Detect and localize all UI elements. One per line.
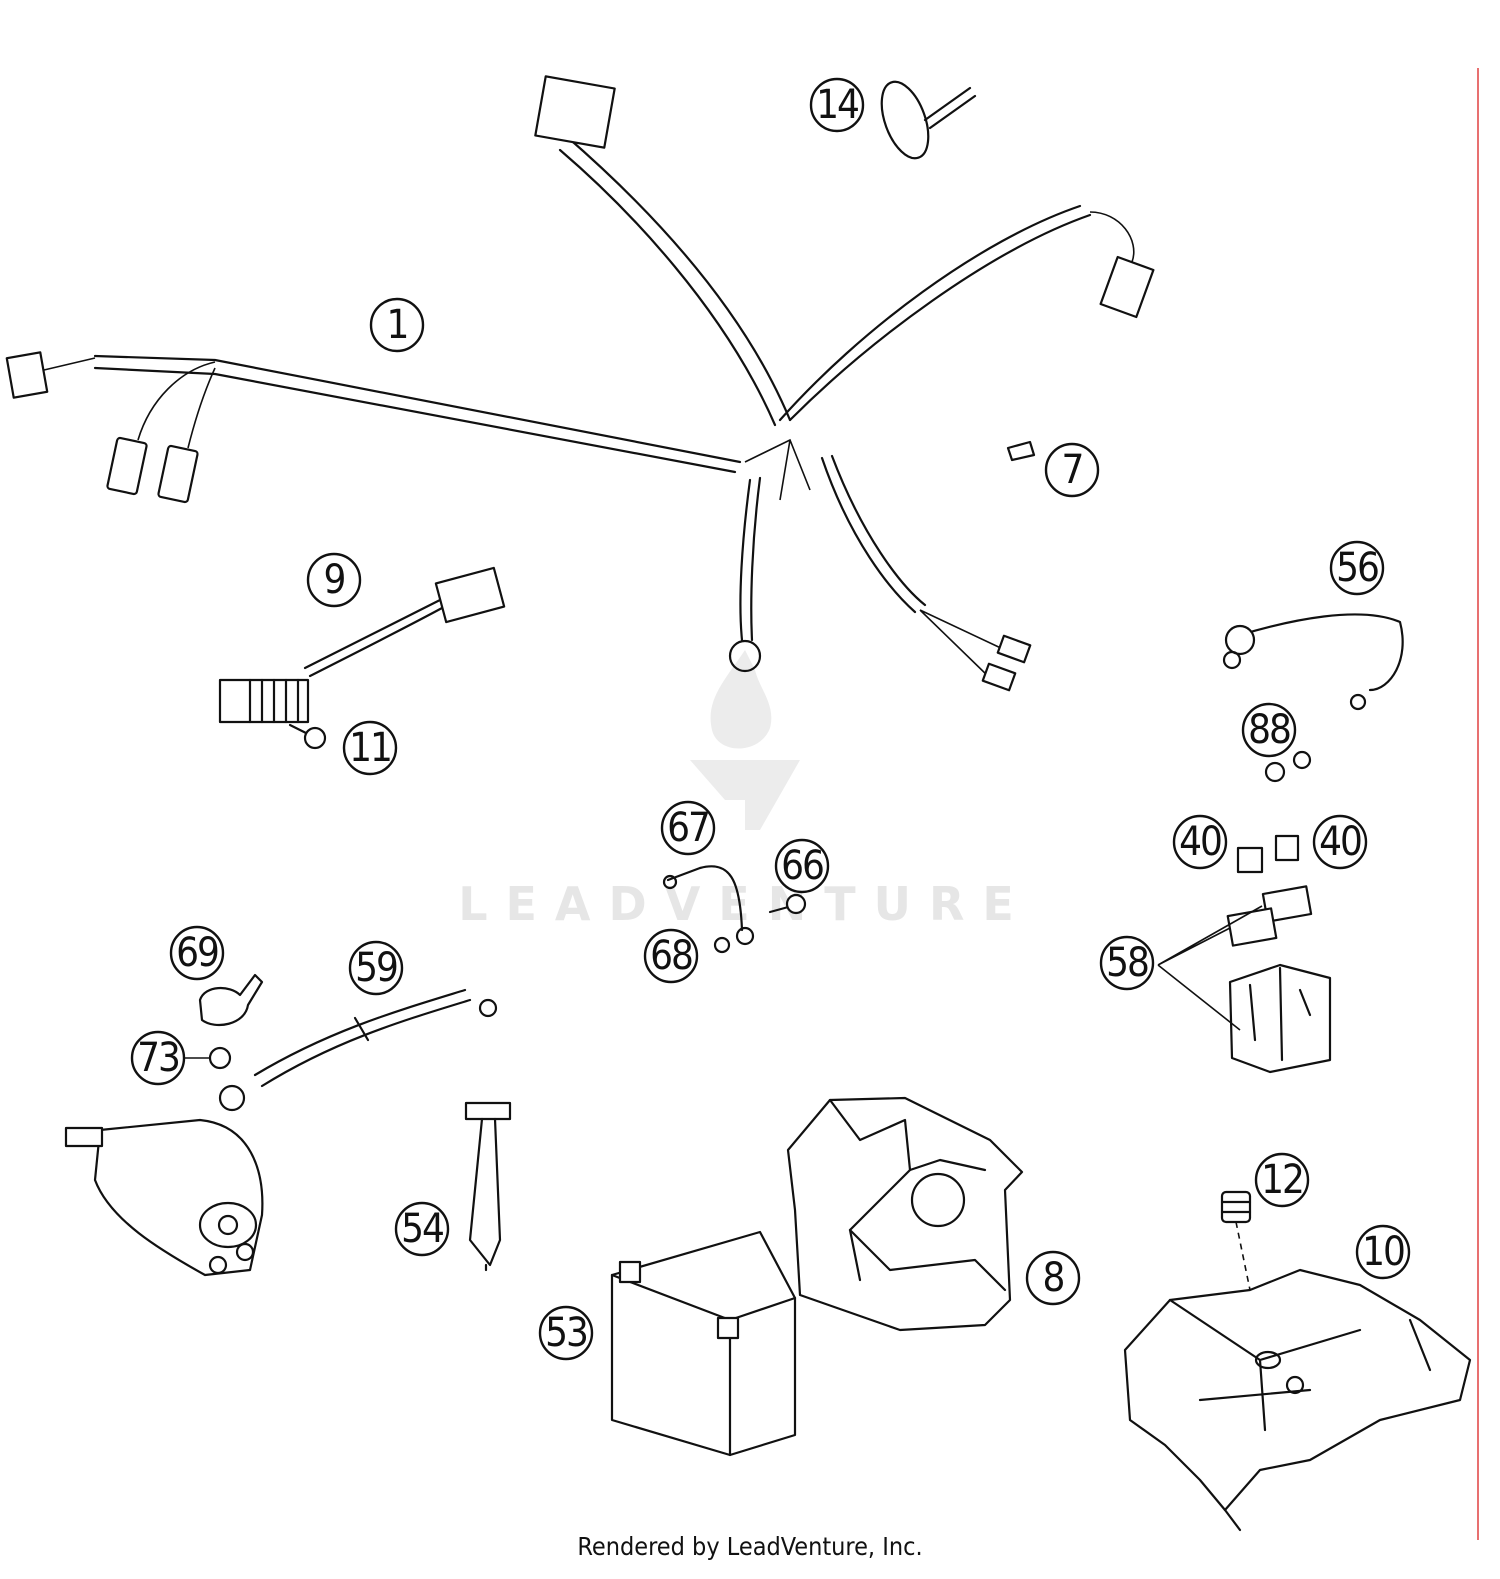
callout-1: 1 xyxy=(369,297,425,353)
callout-7: 7 xyxy=(1044,442,1100,498)
battery-holder xyxy=(786,1096,1024,1332)
callout-69: 69 xyxy=(169,925,225,981)
svg-text:7: 7 xyxy=(1062,447,1083,493)
cable-tie xyxy=(880,80,977,160)
regulator xyxy=(218,566,506,724)
svg-text:66: 66 xyxy=(781,843,823,889)
callout-88: 88 xyxy=(1241,702,1297,758)
battery xyxy=(610,1230,797,1457)
svg-text:56: 56 xyxy=(1336,545,1378,591)
callout-73: 73 xyxy=(130,1030,186,1086)
svg-text:53: 53 xyxy=(545,1310,587,1356)
starter-motor xyxy=(64,1118,264,1277)
callout-8: 8 xyxy=(1025,1250,1081,1306)
callout-54: 54 xyxy=(394,1201,450,1257)
svg-text:14: 14 xyxy=(816,82,858,128)
callout-40-left: 40 xyxy=(1172,814,1228,870)
callout-58: 58 xyxy=(1099,935,1155,991)
watermark: LEADVENTURE xyxy=(458,650,1032,931)
callout-12: 12 xyxy=(1254,1152,1310,1208)
callout-66: 66 xyxy=(774,838,830,894)
svg-text:12: 12 xyxy=(1261,1157,1303,1203)
clip xyxy=(1006,440,1036,462)
screw-66 xyxy=(768,893,807,915)
ground-cable xyxy=(662,865,755,946)
svg-text:73: 73 xyxy=(137,1035,179,1081)
svg-text:58: 58 xyxy=(1106,940,1148,986)
callout-11: 11 xyxy=(342,720,398,776)
callout-9: 9 xyxy=(306,552,362,608)
callout-14: 14 xyxy=(809,77,865,133)
svg-text:9: 9 xyxy=(324,557,345,603)
callouts: 1 14 7 9 11 56 88 40 40 58 67 66 68 69 5… xyxy=(130,77,1411,1361)
svg-text:1: 1 xyxy=(387,302,408,348)
svg-text:67: 67 xyxy=(667,805,709,851)
holder-plate xyxy=(1123,1268,1472,1532)
svg-text:59: 59 xyxy=(355,945,397,991)
callout-67: 67 xyxy=(660,800,716,856)
fuses xyxy=(1236,834,1300,874)
nut xyxy=(208,1046,232,1070)
callout-40-right: 40 xyxy=(1312,814,1368,870)
watermark-text: LEADVENTURE xyxy=(458,877,1032,931)
strap xyxy=(464,1101,512,1272)
terminal-cap xyxy=(198,973,264,1027)
svg-text:10: 10 xyxy=(1362,1229,1404,1275)
footer-credit: Rendered by LeadVenture, Inc. xyxy=(577,1532,923,1561)
callout-59: 59 xyxy=(348,940,404,996)
screw xyxy=(288,723,327,750)
callout-68: 68 xyxy=(643,928,699,984)
cable-56 xyxy=(1222,613,1404,711)
svg-text:11: 11 xyxy=(349,725,391,771)
battery-cable xyxy=(218,988,498,1112)
svg-text:69: 69 xyxy=(176,930,218,976)
washer-68 xyxy=(713,936,731,954)
svg-text:68: 68 xyxy=(650,933,692,979)
leader-lines xyxy=(182,905,1263,1059)
svg-text:88: 88 xyxy=(1248,707,1290,753)
svg-text:40: 40 xyxy=(1319,819,1361,865)
screws-88 xyxy=(1264,750,1312,783)
callout-10: 10 xyxy=(1355,1224,1411,1280)
svg-text:8: 8 xyxy=(1043,1255,1064,1301)
starter-relay xyxy=(1226,885,1332,1074)
svg-text:40: 40 xyxy=(1179,819,1221,865)
callout-56: 56 xyxy=(1329,540,1385,596)
grommet xyxy=(1220,1190,1252,1291)
wiring-harness xyxy=(5,75,1155,692)
callout-53: 53 xyxy=(538,1305,594,1361)
svg-text:54: 54 xyxy=(401,1206,443,1252)
